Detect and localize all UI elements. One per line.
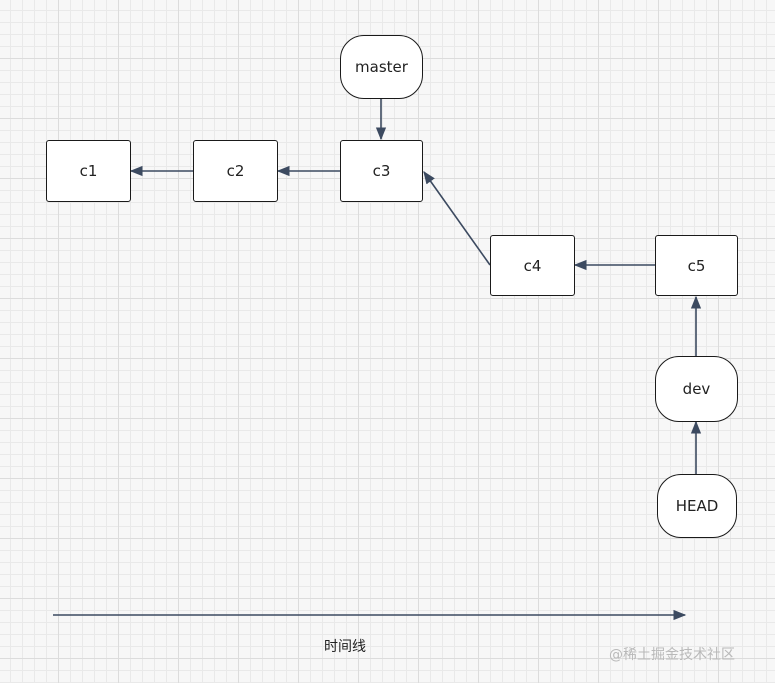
commit-c4: c4	[490, 235, 575, 296]
commit-c1: c1	[46, 140, 131, 202]
head-pointer: HEAD	[657, 474, 737, 538]
branch-master: master	[340, 35, 423, 99]
branch-dev: dev	[655, 356, 738, 422]
edge-c4-c3	[423, 170, 491, 266]
commit-c3: c3	[340, 140, 423, 202]
watermark: @稀土掘金技术社区	[609, 647, 735, 663]
commit-c5: c5	[655, 235, 738, 296]
timeline-label: 时间线	[324, 639, 366, 655]
commit-c2: c2	[193, 140, 278, 202]
